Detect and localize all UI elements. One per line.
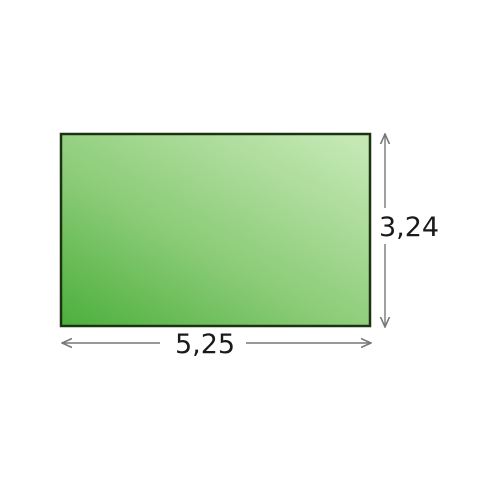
width-label: 5,25 bbox=[175, 329, 235, 360]
green-rectangle bbox=[59, 132, 372, 328]
width-dimension: 5,25 bbox=[62, 329, 371, 360]
height-dimension: 3,24 bbox=[374, 134, 440, 327]
height-label: 3,24 bbox=[379, 212, 439, 243]
